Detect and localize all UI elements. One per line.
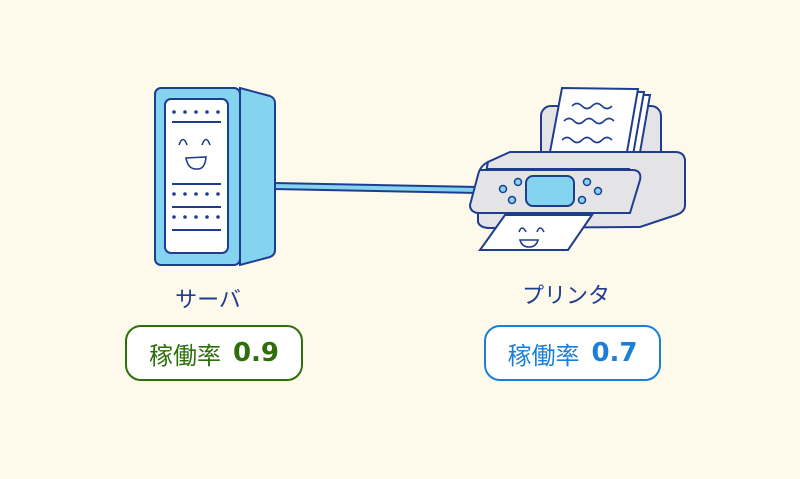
cable (273, 181, 479, 195)
server-label: サーバ (175, 288, 241, 313)
printer-icon (468, 86, 686, 251)
printer-label: プリンタ (521, 284, 611, 309)
printer-availability-value: 0.7 (591, 338, 638, 368)
server-availability-label: 稼働率 (148, 341, 221, 370)
server-availability-value: 0.9 (232, 338, 280, 368)
server-availability-badge: 稼働率 0.9 (125, 325, 303, 381)
printer-availability-badge: 稼働率 0.7 (484, 325, 661, 381)
server-icon (154, 86, 276, 267)
printer-availability-label: 稼働率 (507, 341, 580, 370)
